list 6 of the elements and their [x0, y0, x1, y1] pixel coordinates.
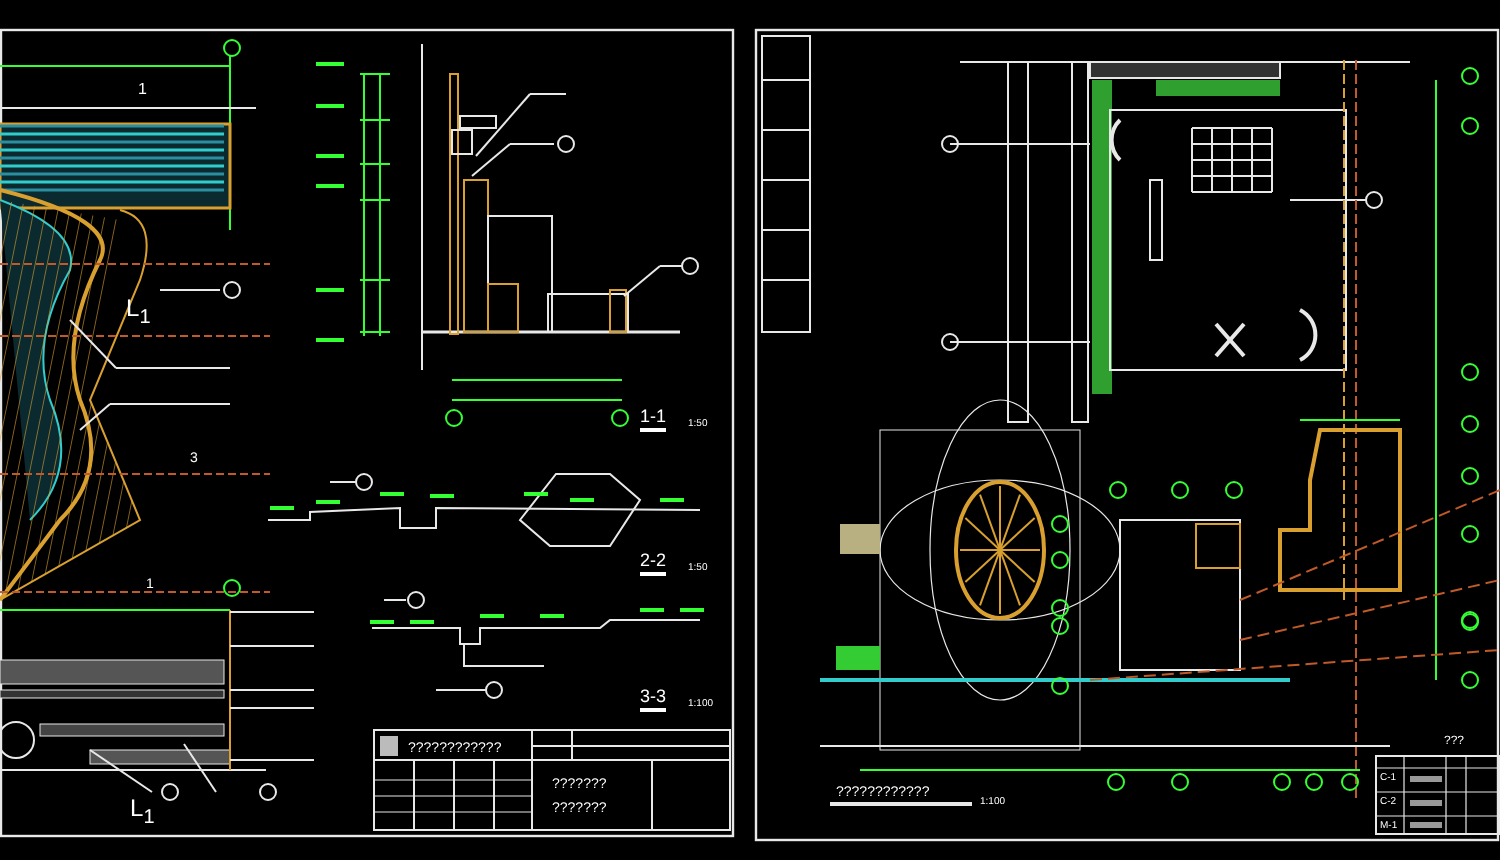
- drawing-label: 3-3: [640, 688, 667, 712]
- drawing-label: 1: [138, 82, 147, 98]
- drawing-label: L$_{1}$: [126, 296, 151, 329]
- drawing-label: L$_{1}$: [130, 796, 155, 829]
- drawing-label: 2-2: [640, 552, 667, 576]
- drawing-label: 1-1: [640, 408, 667, 432]
